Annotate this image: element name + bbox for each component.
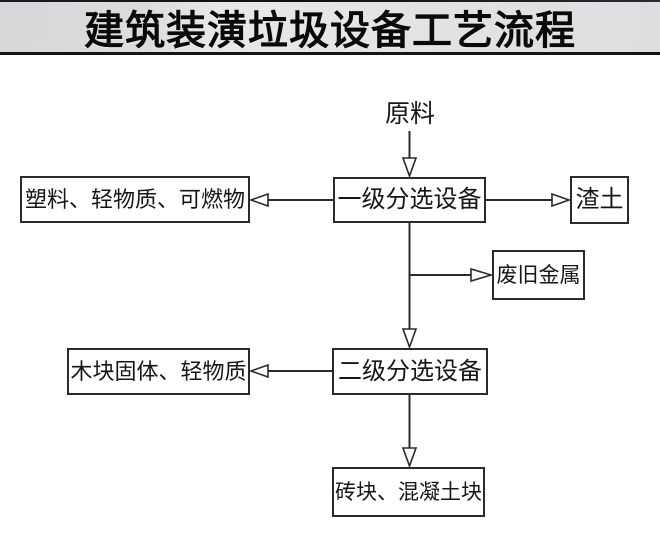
node-level1-sorter: 一级分选设备 [333,177,486,223]
top-black-bar [0,0,660,2]
edge-level1-to-level2-arrowhead-icon [401,328,418,350]
edge-level1-to-plastics-arrowhead-icon [248,192,269,208]
edge-level1-to-slag-arrowhead-icon [551,192,572,208]
node-brick-output: 砖块、混凝土块 [332,467,485,517]
node-plastics-output: 塑料、轻物质、可燃物 [20,176,250,223]
node-scrap-metal-output: 废旧金属 [492,250,585,300]
title-banner: 建筑装潢垃圾设备工艺流程 [0,0,660,55]
node-level2-sorter: 二级分选设备 [332,348,488,395]
page-title: 建筑装潢垃圾设备工艺流程 [84,9,576,53]
edge-level2-to-wood-arrowhead-icon [248,363,269,379]
node-raw-material: 原料 [384,99,435,128]
edge-raw-to-level1-arrowhead-icon [401,157,418,179]
edge-branch-to-metal-arrowhead-icon [470,267,494,283]
edge-level2-to-brick-arrowhead-icon [401,447,418,469]
node-slag-output: 渣土 [570,176,629,224]
title-band: 建筑装潢垃圾设备工艺流程 [0,2,660,53]
node-wood-output: 木块固体、轻物质 [67,348,250,395]
separator-line [0,52,660,55]
